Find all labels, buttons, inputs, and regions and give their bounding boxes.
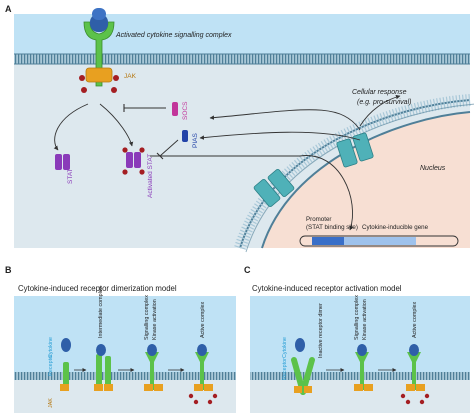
socs-label: SOCS: [182, 101, 189, 120]
jak-label-b: JAK: [48, 398, 54, 408]
panel-b-label: B: [5, 265, 12, 275]
nuclear-pore-2: [253, 168, 295, 208]
activated-stat-label: Activated STAT: [147, 154, 154, 198]
panel-b: B Cytokine-induced receptor dimerization…: [5, 265, 236, 413]
panel-a: A: [5, 4, 474, 253]
panel-c-label: C: [244, 265, 251, 275]
nucleus-label: Nucleus: [420, 165, 446, 172]
stat-recruit-arrow: [53, 103, 89, 151]
gene-dna: [299, 235, 459, 247]
pias-icon: [182, 130, 188, 142]
panel-c: C Cytokine-induced receptor activation m…: [244, 265, 470, 413]
feedback-arrow-pias: [199, 131, 361, 141]
signalling-complex-c: [354, 344, 373, 391]
pias-label: PIAS: [192, 133, 199, 148]
panel-c-title: Cytokine-induced receptor activation mod…: [252, 284, 402, 293]
signalling-label-b: Signalling complex: [144, 295, 150, 340]
pias-inhibition: [159, 139, 179, 157]
jak-label: JAK: [124, 73, 137, 80]
cytokine-icon: [295, 338, 305, 352]
stat-label: STAT: [67, 168, 74, 184]
extracellular-space: [14, 14, 470, 54]
active-complex: [188, 344, 218, 405]
active-label-c: Active complex: [412, 301, 418, 338]
receptor-monomer: [60, 362, 69, 391]
intermediate-label: Intermediate complex: [98, 286, 104, 338]
active-label-b: Active complex: [200, 301, 206, 338]
kinase-label-c: Kinase activation: [362, 299, 368, 340]
nucleus: [234, 94, 474, 253]
kinase-label-b: Kinase activation: [152, 299, 158, 340]
jak-icon: [85, 67, 113, 83]
stat-activation-arrow: [99, 103, 134, 147]
gene-label: Cytokine-inducible gene: [362, 224, 429, 231]
intermediate-complex: [94, 344, 113, 391]
receptor-label: Receptor: [48, 354, 54, 376]
socs-icon: [172, 102, 178, 116]
cytokine-label-c: Cytokine: [282, 337, 288, 358]
nuclear-pore-1: [336, 132, 374, 168]
cytokine-label: Cytokine: [48, 337, 54, 358]
plasma-membrane: [14, 54, 470, 64]
signalling-complex: [144, 344, 163, 391]
panel-b-membrane: [14, 372, 236, 380]
inactive-dimer-label: Inactive receptor dimer: [318, 303, 324, 358]
response-arrow: [359, 94, 401, 127]
feedback-arrow-socs: [209, 109, 361, 131]
activated-stat-icon: [122, 147, 145, 175]
panel-b-title: Cytokine-induced receptor dimerization m…: [18, 284, 177, 293]
activated-receptor-complex: [79, 8, 119, 93]
promoter-line2: (STAT binding site): [306, 224, 358, 231]
cellular-response-line1: Cellular response: [352, 89, 407, 96]
inactive-receptor-dimer: [291, 357, 315, 395]
stat-dimer-icon: [55, 154, 70, 170]
promoter-line1: Promoter: [306, 216, 331, 223]
active-complex-c: [400, 344, 430, 405]
panel-a-label: A: [5, 4, 12, 14]
signalling-label-c: Signalling complex: [354, 295, 360, 340]
receptor-label-c: Receptor: [282, 358, 288, 380]
cytokine-icon: [61, 338, 71, 352]
complex-label: Activated cytokine signalling complex: [115, 32, 232, 39]
cellular-response-line2: (e.g. pro-survival): [357, 99, 411, 106]
